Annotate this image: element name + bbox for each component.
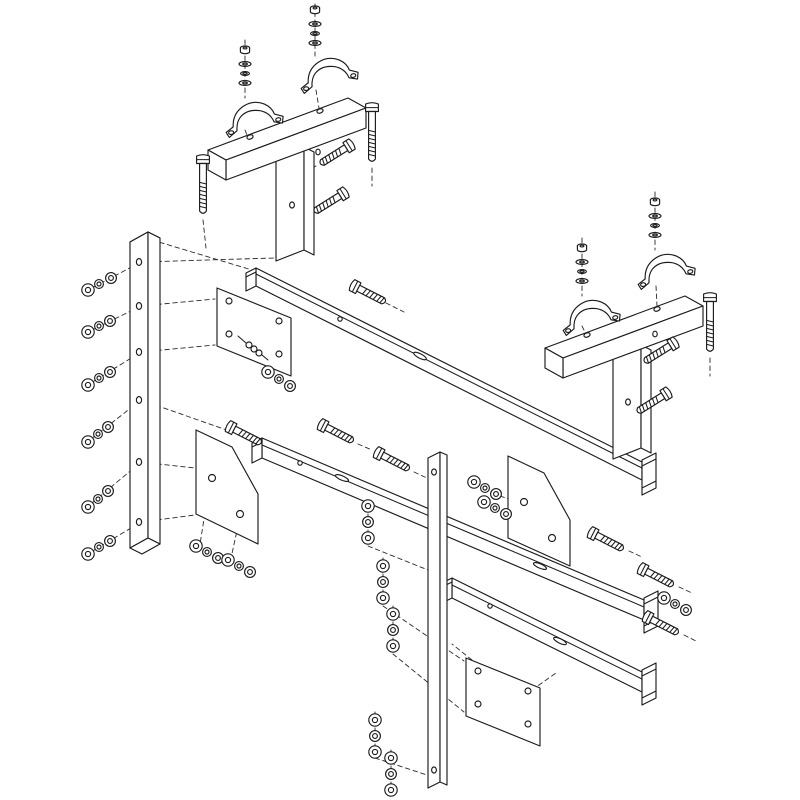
washer-nut-stack: [657, 591, 692, 616]
washer-nut-stack: [221, 553, 256, 578]
support-post: [612, 344, 652, 460]
saddle-clamp: [295, 52, 361, 95]
support-post: [275, 146, 315, 262]
backing-plate-upper: [216, 287, 292, 377]
stud-with-spring: [237, 335, 269, 361]
washer-nut-stack: [81, 366, 116, 392]
hex-bolt: [640, 609, 682, 639]
hex-bolt: [310, 185, 351, 218]
bracket-assembly-upper-right: [544, 197, 717, 460]
hex-bolt: [635, 561, 677, 591]
washer-nut-stack: [81, 315, 116, 339]
hex-bolt: [315, 417, 357, 447]
clamp-hardware-stack: [238, 45, 252, 86]
hex-bolt: [196, 154, 210, 214]
backing-plate-lower: [465, 657, 541, 747]
rail-end-bracket: [641, 662, 657, 706]
saddle-clamp: [632, 248, 698, 291]
washer-nut-stack: [189, 539, 224, 564]
washer-nut-stack: [81, 421, 114, 449]
rail-end-bracket: [641, 452, 657, 496]
cross-rail-upper: [245, 267, 657, 496]
bracket-assembly-upper-left: [196, 5, 379, 262]
clamp-hardware-stack: [575, 243, 589, 284]
washer-nut-stack: [81, 535, 116, 561]
gusset-plate-left: [195, 429, 259, 545]
top-plate: [207, 97, 367, 181]
washer-nut-stack: [81, 485, 114, 514]
hex-bolt: [365, 102, 379, 162]
mounting-strap-left: [129, 231, 161, 555]
hex-bolt: [371, 445, 413, 475]
top-plate: [544, 295, 704, 379]
washer-nut-stack: [81, 272, 117, 297]
washer-nut-stack: [376, 559, 390, 605]
washer-nut-stack: [386, 607, 400, 653]
washer-nut-stack: [361, 499, 375, 545]
hex-bolt: [223, 419, 265, 449]
hex-bolt: [347, 278, 389, 308]
washer-nut-stack: [368, 713, 382, 759]
center-support-strap: [427, 451, 448, 789]
clamp-hardware-stack: [648, 197, 662, 238]
hex-bolt: [703, 292, 717, 352]
hex-bolt: [585, 525, 627, 555]
cross-rail-lower: [441, 577, 657, 706]
gusset-plate-right: [507, 455, 571, 567]
washer-nut-stack: [384, 751, 398, 797]
